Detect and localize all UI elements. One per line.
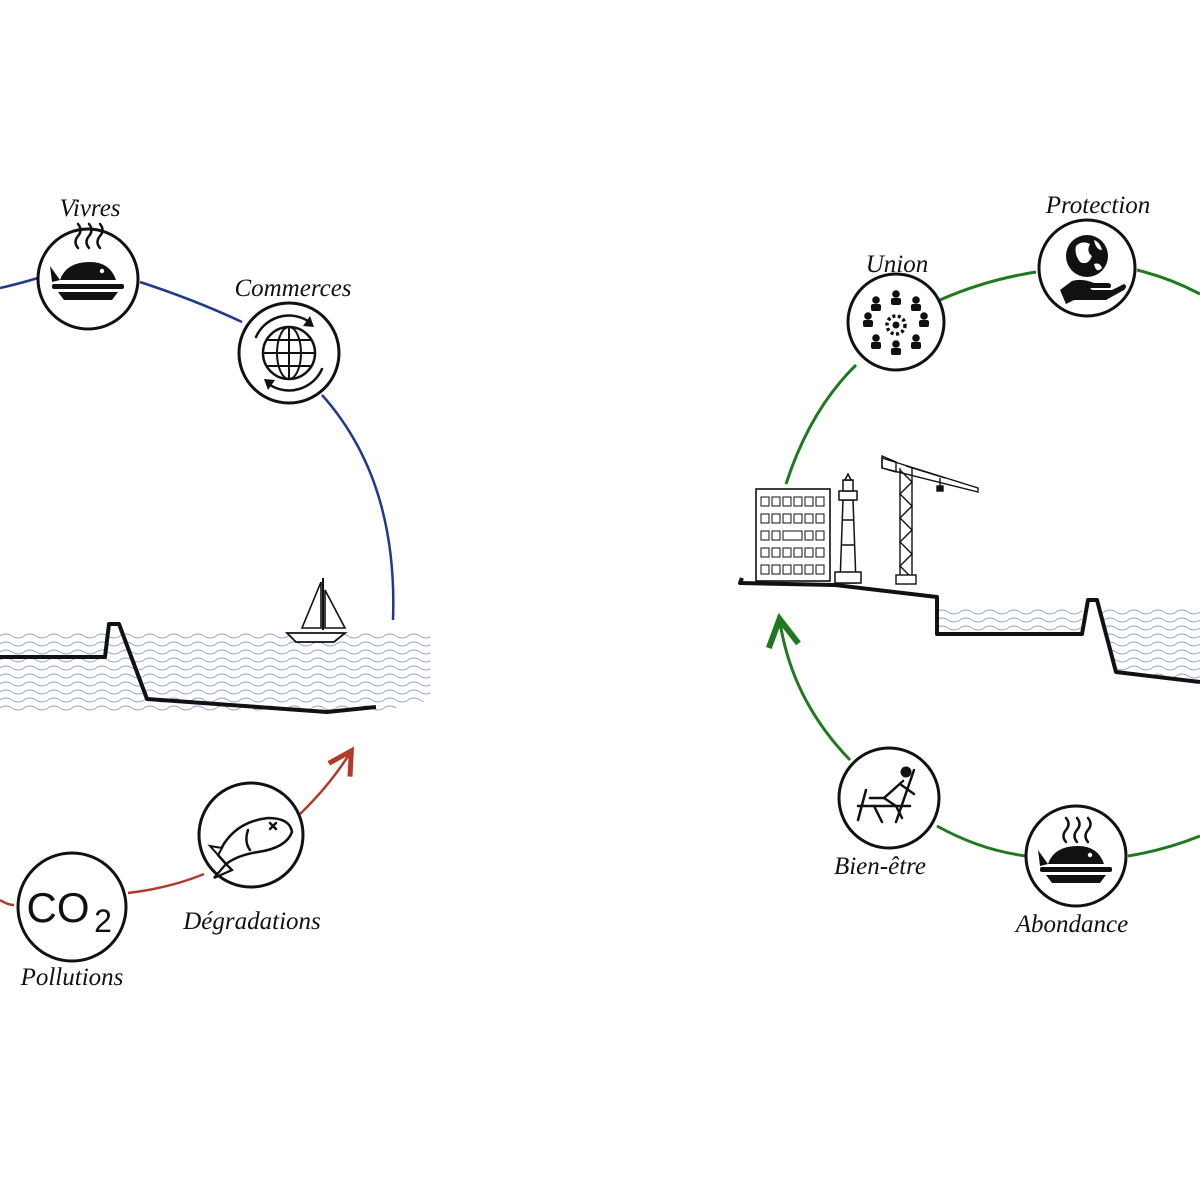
sailboat-icon <box>284 578 348 643</box>
red-cycle-arrow <box>299 753 350 815</box>
protection-badge <box>1037 218 1137 318</box>
office-building <box>755 488 831 582</box>
co2-icon: CO 2 <box>27 884 112 939</box>
lighthouse <box>834 472 862 584</box>
left-cycle: Vivres Commerces <box>0 195 430 991</box>
bien-etre-label: Bien-être <box>834 853 926 880</box>
commerces-label: Commerces <box>234 275 351 302</box>
red-cycle-arc <box>127 872 205 895</box>
shoreline <box>0 622 377 714</box>
shoreline <box>738 577 1200 684</box>
right-cycle: Union Protection <box>738 192 1200 938</box>
steaming-fish-plate-icon <box>1038 816 1112 883</box>
crane <box>881 454 979 585</box>
pollutions-badge: CO 2 <box>16 851 128 963</box>
bien-etre-badge <box>837 746 941 850</box>
deckchair-person-icon <box>856 766 916 824</box>
globe-arrows-icon <box>254 314 324 392</box>
green-cycle-arc <box>1136 268 1200 296</box>
vivres-badge <box>36 222 140 331</box>
co2-main: CO <box>27 884 90 931</box>
water <box>0 632 430 712</box>
people-gear-icon <box>863 290 929 355</box>
green-cycle-arc <box>1127 834 1200 858</box>
green-cycle-arc <box>939 270 1037 302</box>
dead-fish-icon <box>207 816 294 880</box>
pollutions-label: Pollutions <box>20 964 124 991</box>
abondance-label: Abondance <box>1014 911 1128 938</box>
blue-cycle-arc <box>0 276 39 290</box>
hand-globe-icon <box>1060 235 1126 304</box>
co2-subscript: 2 <box>94 903 112 939</box>
water <box>937 608 1200 682</box>
union-label: Union <box>866 251 929 278</box>
commerces-badge <box>237 301 341 405</box>
blue-cycle-arc <box>321 394 395 621</box>
degradations-badge <box>197 781 305 889</box>
steaming-fish-plate-icon <box>50 222 124 300</box>
harbour-buildings-icon <box>755 454 979 585</box>
protection-label: Protection <box>1045 192 1151 219</box>
green-cycle-arc <box>784 363 858 485</box>
union-badge <box>846 272 946 372</box>
abondance-badge <box>1024 804 1128 908</box>
red-cycle-arc <box>0 898 15 907</box>
degradations-label: Dégradations <box>182 908 321 935</box>
vivres-label: Vivres <box>59 195 120 222</box>
green-cycle-arc <box>936 824 1027 858</box>
blue-cycle-arc <box>139 280 243 324</box>
green-cycle-arrow <box>780 622 852 762</box>
